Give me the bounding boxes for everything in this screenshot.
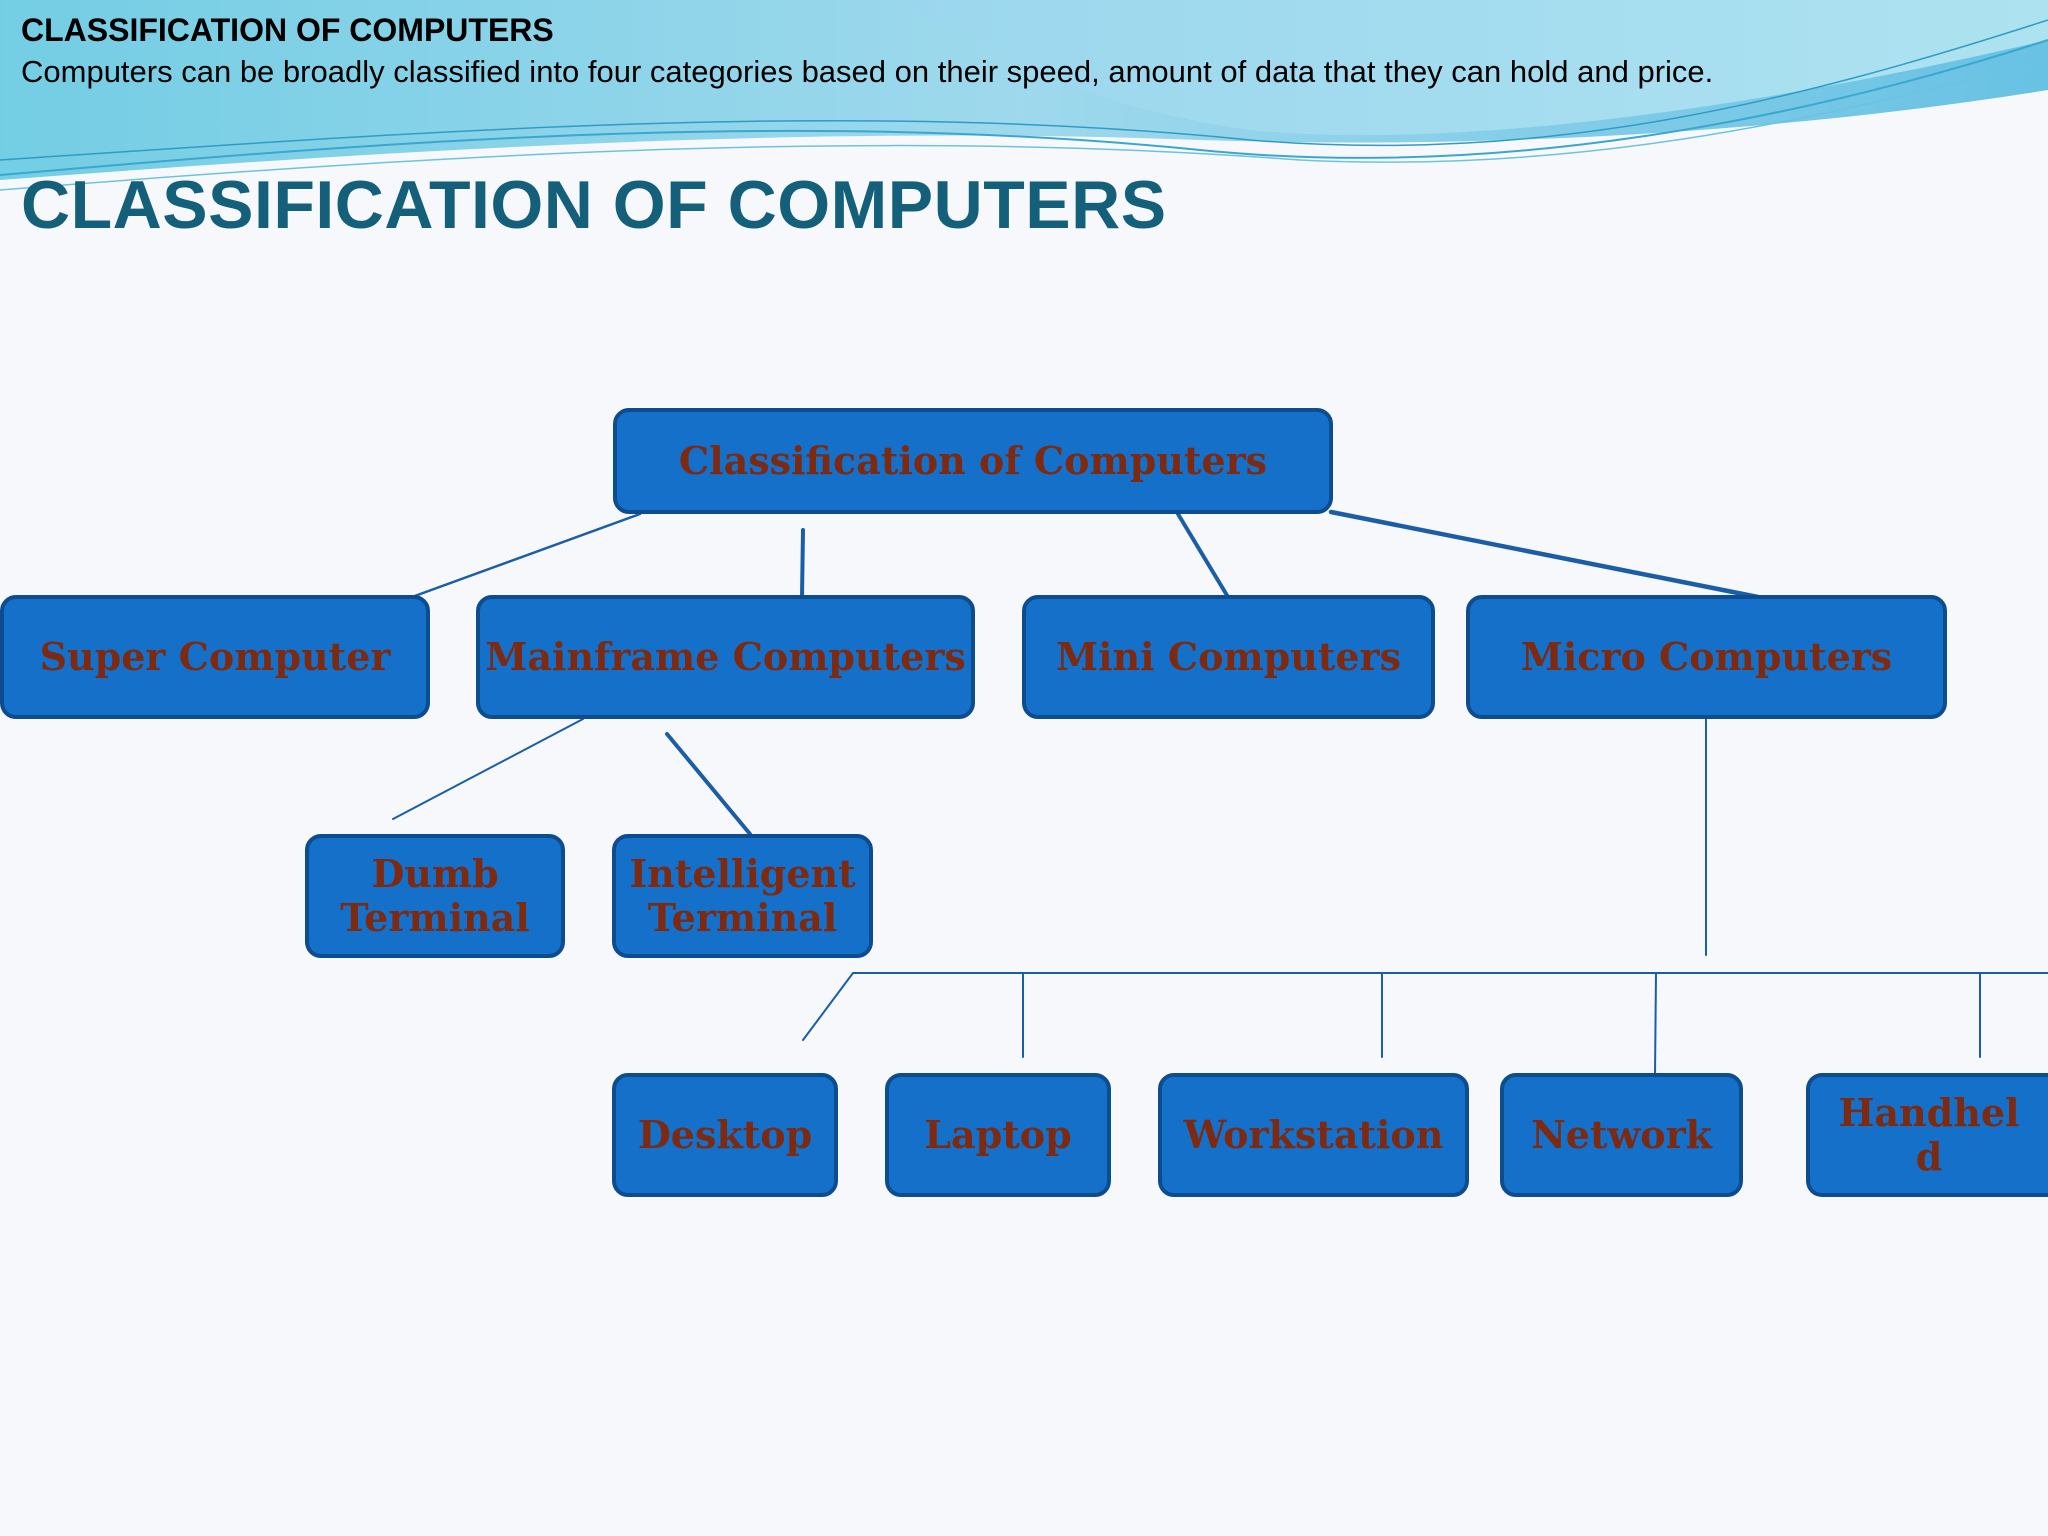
node-mini-computers: Mini Computers — [1022, 595, 1435, 719]
node-super-computer: Super Computer — [0, 595, 430, 719]
node-laptop: Laptop — [885, 1073, 1111, 1197]
node-label: Workstation — [1183, 1112, 1444, 1158]
connector-root-mini — [1176, 512, 1230, 599]
node-label-line1: Dumb — [371, 851, 499, 897]
node-label-line1: Intelligent — [629, 851, 856, 897]
connector-bus-desktop — [802, 972, 854, 1041]
node-dumb-terminal: Dumb Terminal — [305, 834, 565, 958]
connector-root-micro — [1328, 509, 1761, 600]
node-classification-of-computers: Classification of Computers — [613, 408, 1333, 514]
node-label: Network — [1531, 1112, 1712, 1158]
node-label-line1: Handhel — [1838, 1090, 2020, 1136]
node-network: Network — [1500, 1073, 1743, 1197]
node-micro-computers: Micro Computers — [1466, 595, 1947, 719]
node-workstation: Workstation — [1158, 1073, 1469, 1197]
connector-root-mainframe — [800, 528, 805, 599]
node-label-line2: Terminal — [647, 895, 838, 940]
node-label: Desktop — [637, 1112, 813, 1158]
node-label: Laptop — [924, 1112, 1072, 1158]
node-mainframe-computers: Mainframe Computers — [476, 595, 975, 719]
node-label: Mini Computers — [1056, 634, 1401, 680]
connector-bus-network — [1654, 972, 1657, 1076]
node-intelligent-terminal: Intelligent Terminal — [612, 834, 873, 958]
connector-mainframe-intelligent — [665, 732, 752, 836]
node-handheld: Handhel d — [1806, 1073, 2048, 1197]
connector-root-super — [410, 512, 642, 599]
node-label: Mainframe Computers — [485, 634, 966, 680]
header-title: CLASSIFICATION OF COMPUTERS — [21, 12, 554, 48]
node-label: Classification of Computers — [678, 438, 1268, 484]
node-label: Super Computer — [39, 634, 391, 680]
connector-mainframe-dumb — [392, 718, 584, 820]
header-description: Computers can be broadly classified into… — [21, 54, 1714, 89]
node-label-line2: Terminal — [340, 895, 530, 940]
node-desktop: Desktop — [612, 1073, 838, 1197]
node-label: Micro Computers — [1520, 634, 1893, 680]
node-label-line2: d — [1915, 1134, 1943, 1179]
slide-title: CLASSIFICATION OF COMPUTERS — [21, 167, 1167, 243]
